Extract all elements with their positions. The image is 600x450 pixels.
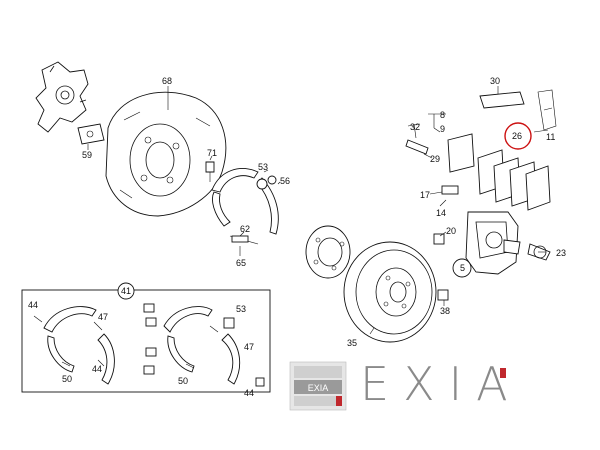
label-35: 35 [347, 338, 357, 348]
wheel-hub [305, 225, 351, 279]
label-47-right: 47 [244, 342, 254, 352]
label-5: 5 [460, 263, 465, 273]
wheel-carrier [35, 61, 89, 133]
label-17: 17 [420, 190, 430, 200]
label-8: 8 [440, 110, 445, 120]
label-9: 9 [440, 124, 445, 134]
label-38: 38 [440, 306, 450, 316]
label-29: 29 [430, 154, 440, 164]
brake-caliper [465, 211, 521, 275]
label-44-mid: 44 [92, 364, 102, 374]
label-53-inset: 53 [236, 304, 246, 314]
label-68: 68 [162, 76, 172, 86]
badge-text: EXIA [308, 383, 329, 393]
pad-spring-30 [479, 91, 525, 109]
leader-lines [87, 86, 549, 335]
highlight-circle [504, 122, 532, 150]
backing-plate [105, 91, 227, 217]
brake-disc [343, 241, 437, 343]
part-labels: 68 59 71 53 56 62 65 35 30 8 9 32 29 26 … [28, 76, 566, 398]
label-62: 62 [240, 224, 250, 234]
label-50-right: 50 [178, 376, 188, 386]
label-59: 59 [82, 150, 92, 160]
label-20: 20 [446, 226, 456, 236]
exia-badge-logo: EXIA [289, 361, 347, 411]
label-44-right: 44 [244, 388, 254, 398]
label-56: 56 [280, 176, 290, 186]
bolt-38 [437, 289, 449, 301]
label-14: 14 [436, 208, 446, 218]
label-23: 23 [556, 248, 566, 258]
label-11: 11 [546, 132, 555, 142]
wordmark-text: EXIA [360, 357, 522, 411]
adjuster-53-56 [256, 175, 277, 190]
label-47-left: 47 [98, 312, 108, 322]
bolt-20 [433, 233, 445, 245]
bracket-59 [77, 123, 105, 145]
pins-8-9 [407, 113, 440, 139]
parking-brake-inset [21, 282, 271, 393]
clip-11 [537, 89, 557, 131]
label-53: 53 [258, 162, 268, 172]
label-32: 32 [410, 122, 420, 132]
label-30: 30 [490, 76, 500, 86]
label-50-left: 50 [62, 374, 72, 384]
exia-wordmark: EXIA [360, 357, 522, 411]
brake-pads [447, 133, 551, 211]
label-44-left: 44 [28, 300, 38, 310]
callout-circle-5 [452, 258, 472, 278]
bolt-32 [405, 139, 429, 155]
label-41: 41 [121, 286, 131, 296]
pin-17 [441, 185, 459, 195]
label-26: 26 [512, 131, 522, 141]
label-71: 71 [207, 148, 217, 158]
label-65: 65 [236, 258, 246, 268]
bolt-71 [205, 161, 215, 182]
